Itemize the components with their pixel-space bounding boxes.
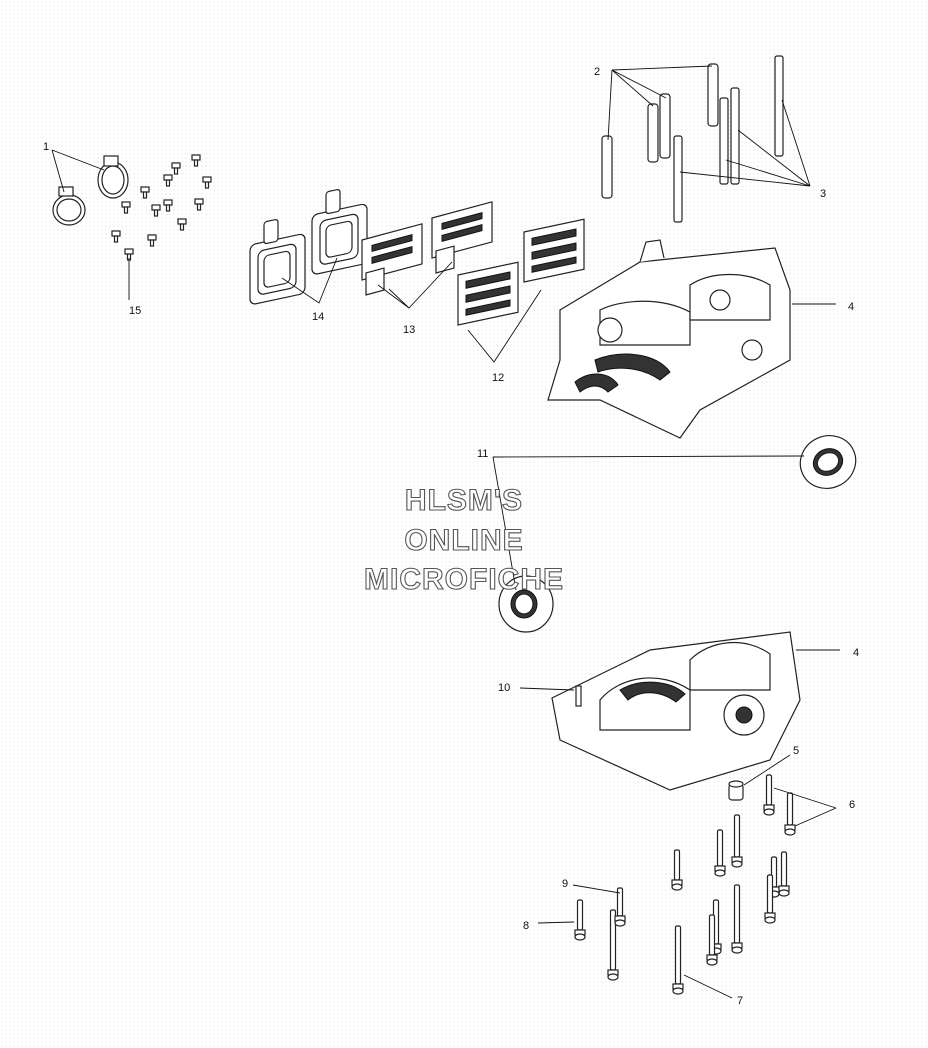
callout-10: 10 <box>498 682 510 694</box>
callout-12: 12 <box>492 372 504 384</box>
callout-14: 14 <box>312 311 324 323</box>
watermark-line-3: MICROFICHE <box>364 563 564 596</box>
screw-icon <box>151 204 161 217</box>
screw-icon <box>177 218 187 231</box>
long-studs-part-3 <box>673 55 784 223</box>
screw-icon <box>121 201 131 214</box>
watermark: HLSM'S ONLINE MICROFICHE <box>363 483 564 596</box>
callout-7: 7 <box>737 995 743 1007</box>
bolt-icon <box>764 874 776 924</box>
studs-part-2 <box>601 63 719 199</box>
callout-6: 6 <box>849 799 855 811</box>
bolt-icon <box>607 909 619 981</box>
callout-3: 3 <box>820 188 826 200</box>
callout-4-lower: 4 <box>853 647 859 659</box>
oil-seal-part-11 <box>498 435 857 633</box>
bolt-icon <box>731 814 743 868</box>
bolt-icon <box>574 899 586 941</box>
screw-icon <box>194 198 204 211</box>
hose-clamp-part-1 <box>52 155 129 226</box>
bolt-icon <box>784 792 796 836</box>
screw-icon <box>147 234 157 247</box>
callout-13: 13 <box>403 324 415 336</box>
callout-9: 9 <box>562 878 568 890</box>
callout-4-upper: 4 <box>848 301 854 313</box>
reed-valve-part-12 <box>457 218 585 326</box>
bolt-icon <box>763 774 775 816</box>
screw-icon <box>163 174 173 187</box>
callout-15: 15 <box>129 305 141 317</box>
bolt-icon <box>672 925 684 995</box>
callout-1: 1 <box>43 141 49 153</box>
screw-icon <box>111 230 121 243</box>
bolt-icon <box>671 849 683 891</box>
watermark-line-1: HLSM'S <box>405 484 523 517</box>
reed-valve-part-13 <box>361 201 493 296</box>
bolts-part-6 <box>763 774 796 836</box>
upper-crankcase-part-4 <box>547 239 791 439</box>
screw-icon <box>171 162 181 175</box>
bolts-part-7 <box>607 814 790 995</box>
watermark-line-2: ONLINE <box>404 524 523 557</box>
lower-crankcase-part-4 <box>551 631 801 791</box>
screw-icon <box>202 176 212 189</box>
callout-11: 11 <box>477 448 488 460</box>
bolt-part-8 <box>574 899 586 941</box>
callout-5: 5 <box>793 745 799 757</box>
callout-8: 8 <box>523 920 529 932</box>
screw-icon <box>163 199 173 212</box>
bolt-icon <box>731 884 743 954</box>
callout-2: 2 <box>594 66 600 78</box>
bolt-icon <box>614 887 626 927</box>
screws-part-15 <box>111 154 212 261</box>
bolt-part-9 <box>614 887 626 927</box>
bolt-icon <box>778 851 790 897</box>
intake-adapter-part-14 <box>249 189 368 305</box>
screw-icon <box>191 154 201 167</box>
bolt-icon <box>714 829 726 877</box>
screw-icon <box>140 186 150 199</box>
bolt-icon <box>706 914 718 966</box>
plug-part-5 <box>728 780 744 801</box>
